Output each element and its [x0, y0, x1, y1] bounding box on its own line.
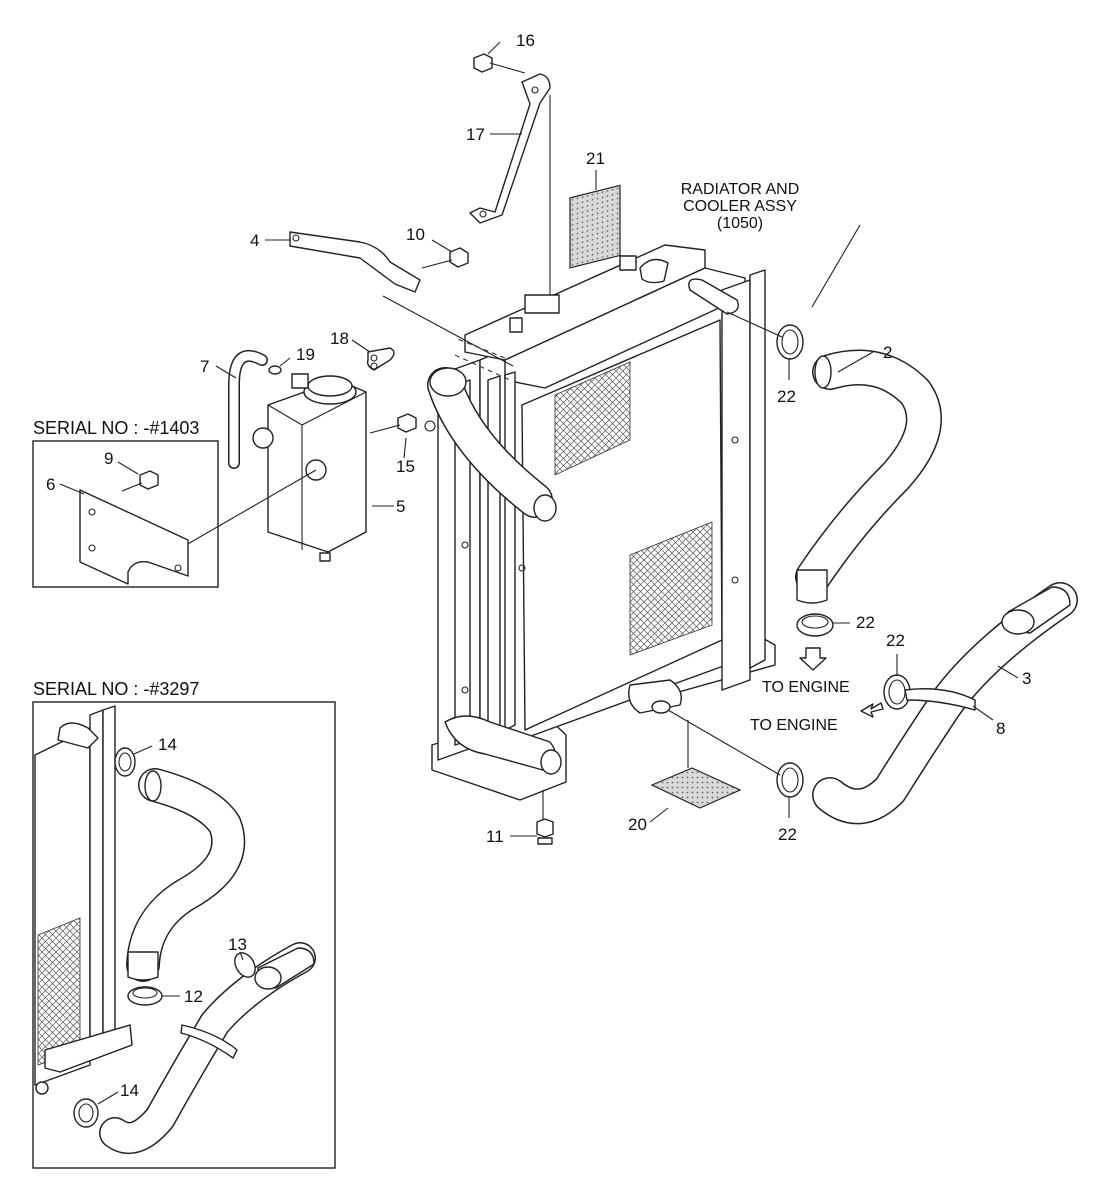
callout-3: 3 [1022, 669, 1031, 688]
radiator-and-cooler-assy [424, 244, 776, 801]
hose-clamp-22-upper [776, 324, 804, 360]
callout-4: 4 [250, 231, 259, 250]
bolt-11 [536, 790, 554, 845]
callout-10: 10 [406, 225, 425, 244]
radiator-label-line1: RADIATOR AND [681, 181, 800, 198]
upper-hose-2 [795, 349, 942, 604]
callout-21: 21 [586, 149, 605, 168]
hose-7 [229, 351, 267, 468]
bracket-20 [650, 720, 742, 809]
bolt-9 [121, 470, 159, 492]
serial-no-3297-label: SERIAL NO : -#3297 [33, 679, 199, 699]
bracket-6 [79, 489, 189, 585]
callout-13: 13 [228, 935, 247, 954]
hose-clamp-22-lower [776, 762, 804, 798]
callout-22-mid: 22 [856, 613, 875, 632]
assembly-reference-lines [382, 95, 551, 381]
serial-no-1403-label: SERIAL NO : -#1403 [33, 418, 199, 438]
callout-19: 19 [296, 345, 315, 364]
callout-12: 12 [184, 987, 203, 1006]
radiator-label-line2: COOLER ASSY [683, 198, 797, 215]
callout-14-lower: 14 [120, 1081, 139, 1100]
callout-11: 11 [486, 827, 504, 846]
callout-18: 18 [330, 329, 349, 348]
callout-8: 8 [996, 719, 1005, 738]
radiator-label-line3: (1050) [717, 215, 763, 232]
callout-labels: 16 17 21 4 10 18 7 19 15 5 9 6 2 22 22 2… [46, 31, 1031, 1100]
callout-5: 5 [396, 497, 405, 516]
serial-box-3297 [32, 701, 336, 1169]
callout-17: 17 [466, 125, 485, 144]
hose-clamp-22-mid [796, 613, 834, 637]
bolt-15 [369, 413, 417, 434]
clamp-leader-lower [667, 709, 781, 776]
clip-18 [366, 347, 395, 371]
o-ring-19 [268, 365, 282, 375]
callout-15: 15 [396, 457, 415, 476]
callout-7: 7 [200, 357, 209, 376]
callout-14-upper: 14 [158, 735, 177, 754]
callout-20: 20 [628, 815, 647, 834]
lower-hose-3 [812, 582, 1078, 825]
radiator-assy-label: RADIATOR AND COOLER ASSY (1050) [681, 181, 800, 232]
to-engine-label-lower: TO ENGINE [750, 717, 838, 734]
callout-16: 16 [516, 31, 535, 50]
serial-box-3297-detail [34, 705, 316, 1154]
callout-leaders [59, 41, 1019, 1105]
clamp-leader-upper [726, 311, 783, 338]
stay-bracket-17 [469, 73, 551, 224]
callout-2: 2 [883, 343, 892, 362]
callout-22-upper: 22 [777, 387, 796, 406]
to-engine-label-upper: TO ENGINE [762, 679, 850, 696]
bolt-16 [473, 53, 526, 74]
callout-9: 9 [104, 449, 113, 468]
reservoir-tank-5 [252, 373, 367, 562]
to-engine-arrow-down [799, 647, 827, 671]
tank-mount-line [185, 469, 317, 546]
serial-box-1403 [32, 440, 219, 588]
callout-6: 6 [46, 475, 55, 494]
bolt-10 [421, 247, 469, 269]
to-engine-arrow-left [860, 702, 884, 718]
band-8 [904, 688, 976, 711]
callout-22-right: 22 [886, 631, 905, 650]
bracket-4 [289, 231, 421, 293]
callout-22-lower: 22 [778, 825, 797, 844]
sponge-pad-21 [569, 184, 621, 269]
